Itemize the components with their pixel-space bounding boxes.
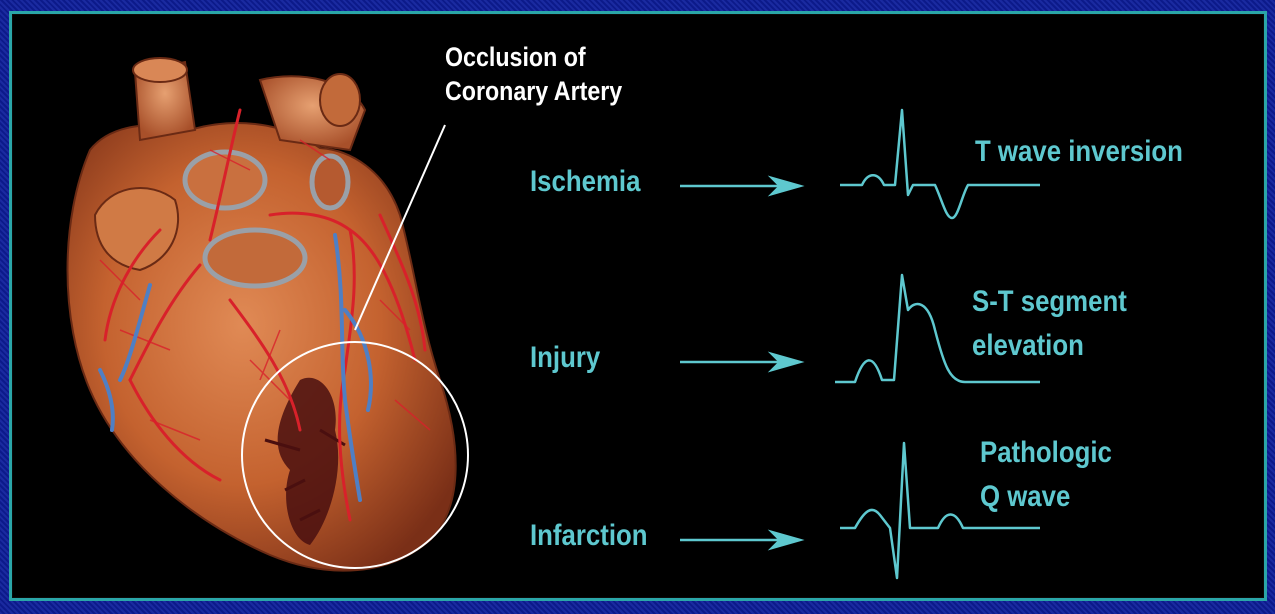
result-line: T wave inversion <box>975 130 1183 174</box>
caption-line-1: Occlusion of <box>445 40 622 74</box>
stage-label-ischemia: Ischemia <box>530 165 640 199</box>
stage-label-infarction: Infarction <box>530 519 648 553</box>
result-line: elevation <box>972 324 1127 368</box>
result-label-ischemia: T wave inversion <box>975 130 1183 174</box>
result-line: S-T segment <box>972 280 1127 324</box>
occlusion-caption: Occlusion of Coronary Artery <box>445 40 622 108</box>
stage-arrows <box>680 178 800 548</box>
stage-label-injury: Injury <box>530 341 600 375</box>
result-line: Pathologic <box>980 431 1112 475</box>
result-label-injury: S-T segment elevation <box>972 280 1127 368</box>
result-line: Q wave <box>980 475 1112 519</box>
result-label-infarction: Pathologic Q wave <box>980 431 1112 519</box>
heart-illustration <box>68 58 456 571</box>
caption-line-2: Coronary Artery <box>445 74 622 108</box>
